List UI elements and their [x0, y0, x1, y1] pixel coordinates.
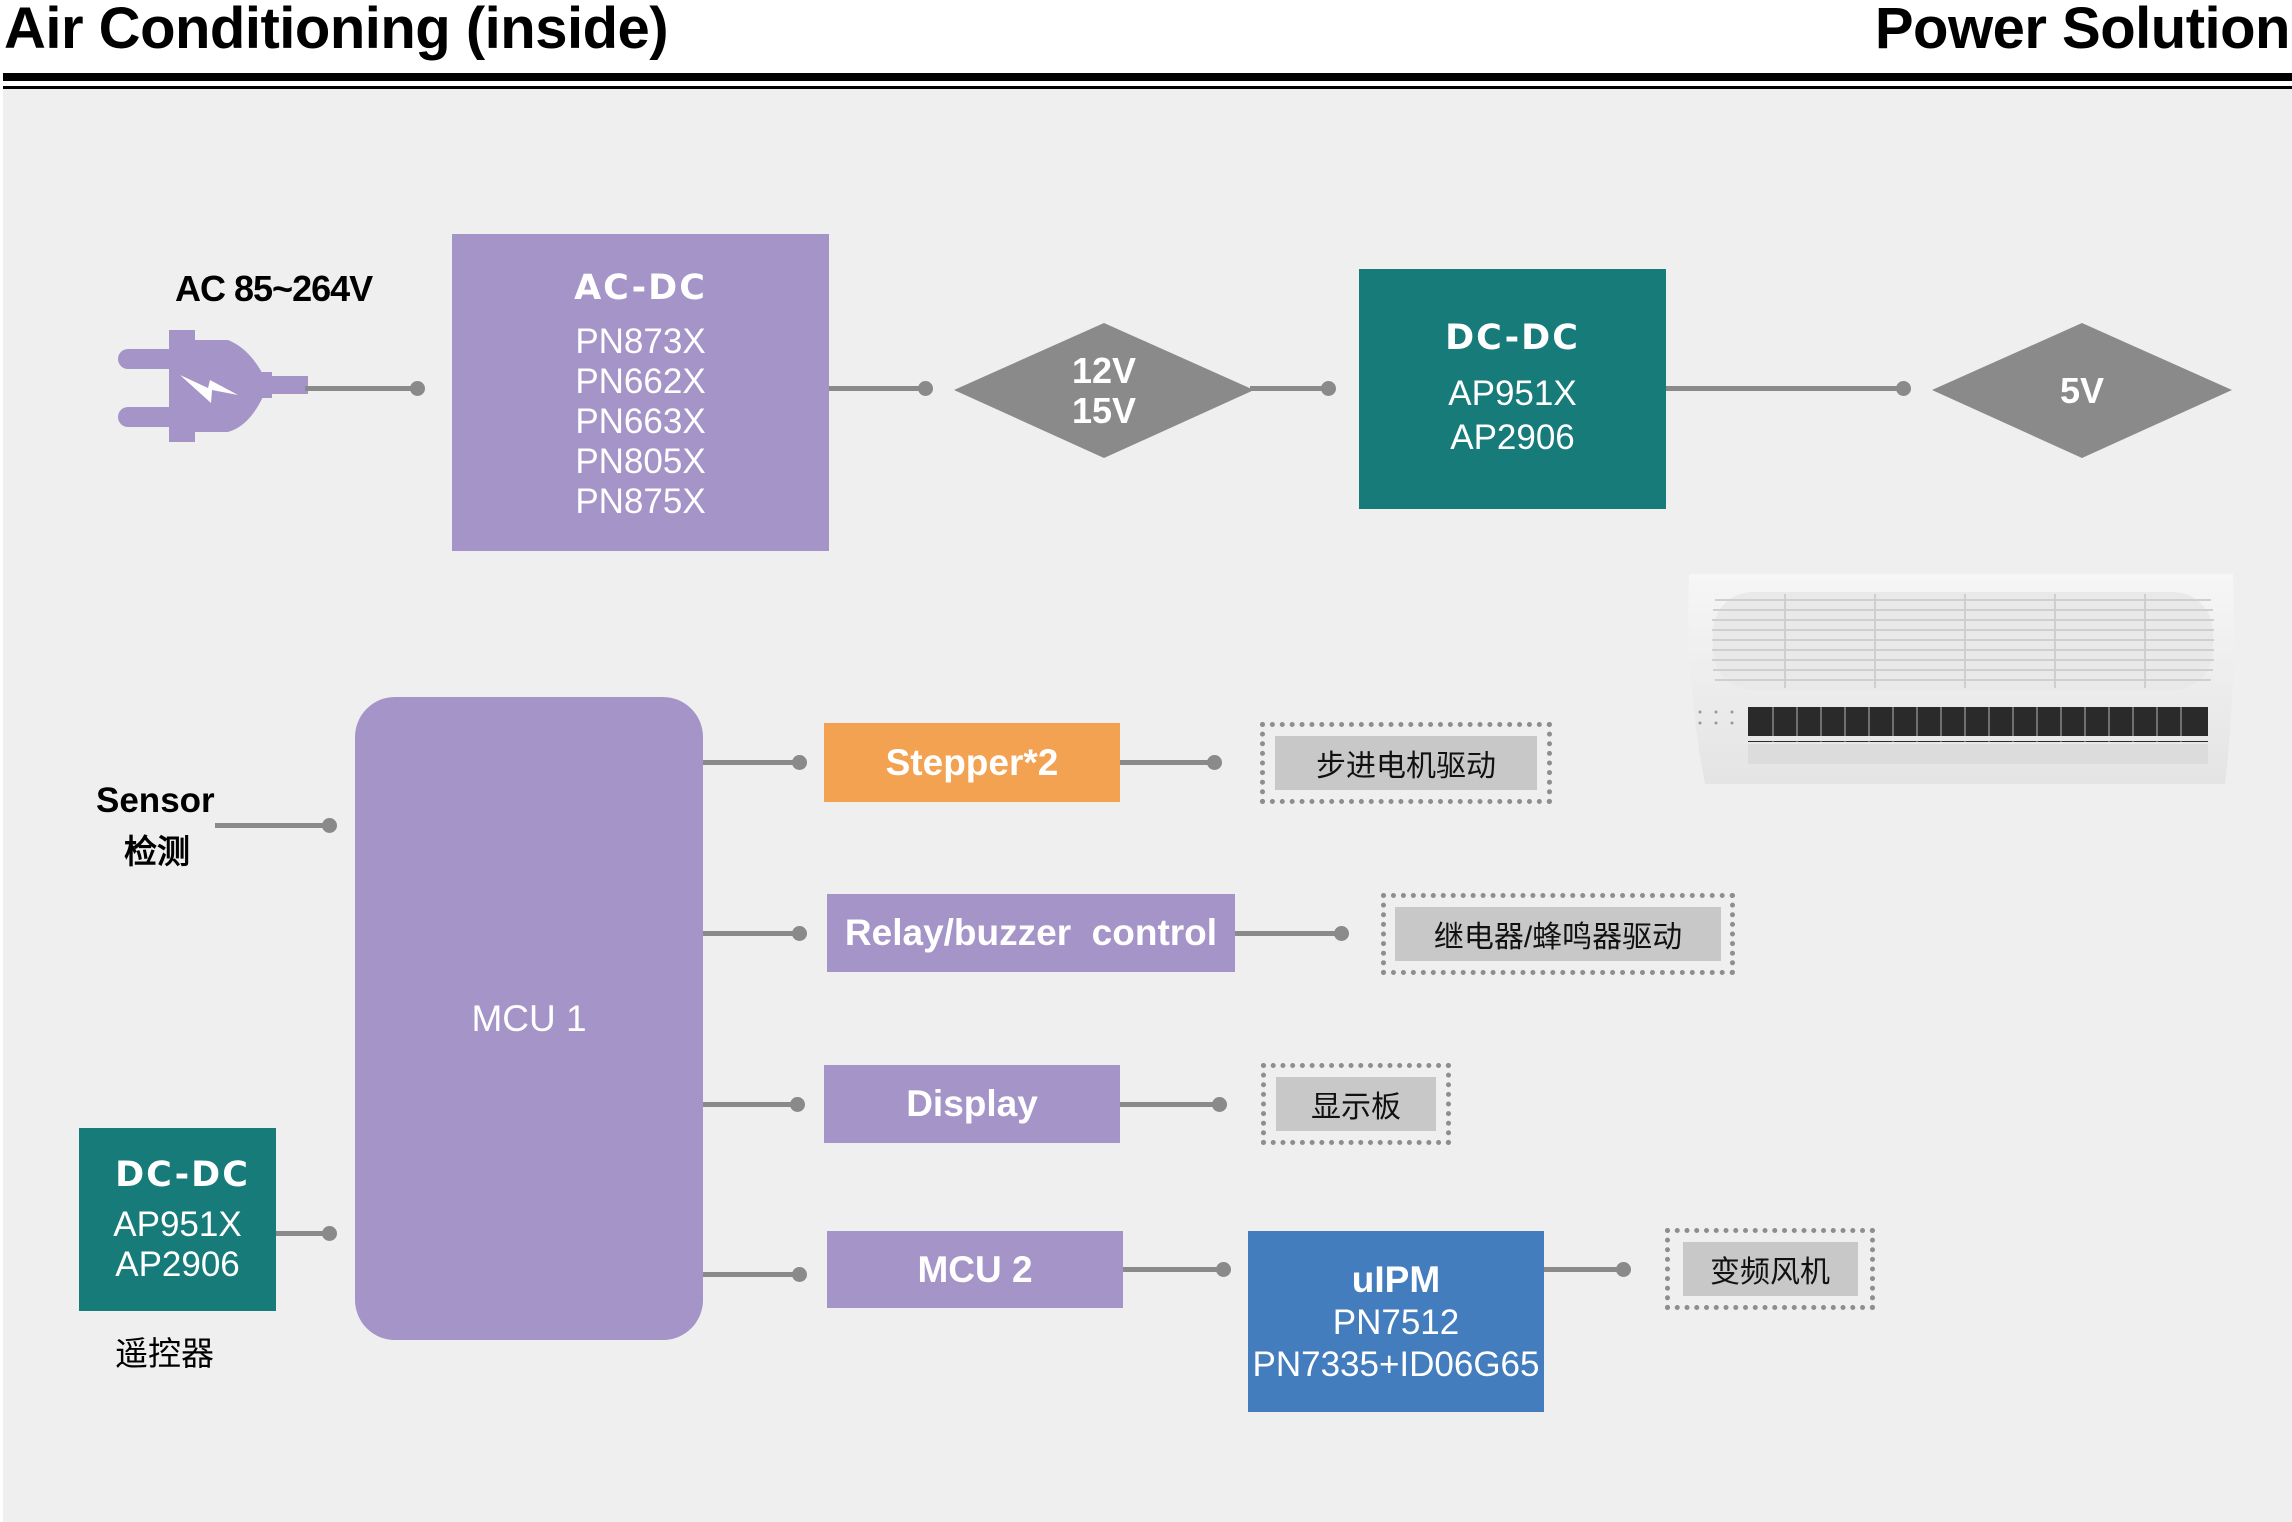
dcdc-bottom-heading: DC-DC	[115, 1154, 250, 1195]
acdc-block: AC-DC PN873X PN662X PN663X PN805X PN875X	[452, 234, 829, 551]
mcu1-block: MCU 1	[355, 697, 703, 1340]
connector-dot	[790, 1097, 805, 1112]
acdc-heading: AC-DC	[574, 267, 707, 308]
display-block: Display	[824, 1065, 1120, 1143]
uipm-part: PN7335+ID06G65	[1252, 1344, 1540, 1384]
inverter-fan-box: 变频风机	[1665, 1228, 1875, 1310]
dcdc-bottom-part: AP2906	[115, 1244, 240, 1284]
relay-buzzer-block: Relay/buzzer control	[827, 894, 1235, 972]
power-plug-icon	[118, 330, 308, 442]
connector-line	[1120, 760, 1215, 765]
connector-dot	[322, 1226, 337, 1241]
connector-dot	[1896, 381, 1911, 396]
mcu1-label: MCU 1	[471, 997, 587, 1039]
sensor-label: Sensor	[96, 781, 215, 820]
dcdc-top-part: AP2906	[1450, 418, 1575, 457]
mcu2-block: MCU 2	[827, 1231, 1123, 1308]
stepper-driver-label: 步进电机驱动	[1275, 736, 1537, 790]
connector-dot	[1321, 381, 1336, 396]
section-title: Power Solution	[1874, 0, 2291, 61]
header-rule-thin	[3, 86, 2292, 89]
connector-line	[703, 760, 798, 765]
connector-dot	[792, 755, 807, 770]
dcdc-top-heading: DC-DC	[1445, 318, 1580, 358]
acdc-part: PN662X	[575, 361, 706, 401]
dcdc-bottom-part: AP951X	[113, 1204, 242, 1244]
connector-dot	[1212, 1097, 1227, 1112]
uipm-part: PN7512	[1332, 1302, 1460, 1342]
dcdc-top-part: AP951X	[1448, 374, 1577, 413]
acdc-part: PN875X	[575, 481, 706, 521]
connector-line	[305, 386, 415, 391]
relay-buzzer-driver-box: 继电器/蜂鸣器驱动	[1381, 893, 1735, 975]
acdc-part: PN663X	[575, 401, 706, 441]
ac-input-label: AC 85~264V	[175, 268, 373, 309]
remote-control-caption: 遥控器	[115, 1335, 214, 1372]
connector-line	[1120, 1102, 1218, 1107]
connector-dot	[1207, 755, 1222, 770]
connector-dot	[1616, 1262, 1631, 1277]
connector-line	[1666, 386, 1906, 391]
inverter-fan-label: 变频风机	[1682, 1242, 1858, 1296]
connector-dot	[410, 381, 425, 396]
connector-dot	[322, 818, 337, 833]
connector-line	[703, 1102, 798, 1107]
header-rule-thick	[3, 73, 2292, 81]
display-board-label: 显示板	[1276, 1077, 1436, 1131]
connector-line	[276, 1231, 326, 1236]
connector-line	[1123, 1267, 1223, 1272]
connector-dot	[918, 381, 933, 396]
acdc-part: PN805X	[575, 441, 706, 481]
page-title: Air Conditioning (inside)	[4, 0, 669, 61]
connector-line	[1235, 931, 1338, 936]
dcdc-top-block: DC-DC AP951X AP2906	[1359, 269, 1666, 509]
display-board-box: 显示板	[1261, 1063, 1451, 1145]
rail-12v-15v-diamond	[954, 323, 1254, 458]
acdc-part: PN873X	[575, 321, 706, 361]
rail-5v-label: 5V	[2059, 369, 2105, 411]
connector-line	[215, 823, 330, 828]
stepper-driver-box: 步进电机驱动	[1260, 722, 1552, 804]
connector-line	[1250, 386, 1325, 391]
rail-5v-diamond	[1932, 323, 2232, 458]
dcdc-bottom-block: DC-DC AP951X AP2906	[79, 1128, 276, 1311]
connector-line	[703, 931, 798, 936]
air-conditioner-image	[1688, 574, 2234, 784]
connector-dot	[1334, 926, 1349, 941]
rail-12v-15v-label: 12V 15V	[954, 323, 1254, 458]
rail-voltage: 12V	[1071, 349, 1137, 391]
uipm-block: uIPM PN7512 PN7335+ID06G65	[1248, 1231, 1544, 1412]
uipm-heading: uIPM	[1351, 1258, 1441, 1300]
connector-line	[1544, 1267, 1624, 1272]
sensor-label-cn: 检测	[124, 833, 190, 870]
relay-buzzer-driver-label: 继电器/蜂鸣器驱动	[1395, 907, 1721, 961]
connector-dot	[1216, 1262, 1231, 1277]
connector-dot	[792, 1267, 807, 1282]
connector-dot	[792, 926, 807, 941]
connector-line	[703, 1272, 798, 1277]
stepper-block: Stepper*2	[824, 723, 1120, 802]
connector-line	[829, 386, 927, 391]
rail-voltage: 15V	[1071, 389, 1137, 431]
